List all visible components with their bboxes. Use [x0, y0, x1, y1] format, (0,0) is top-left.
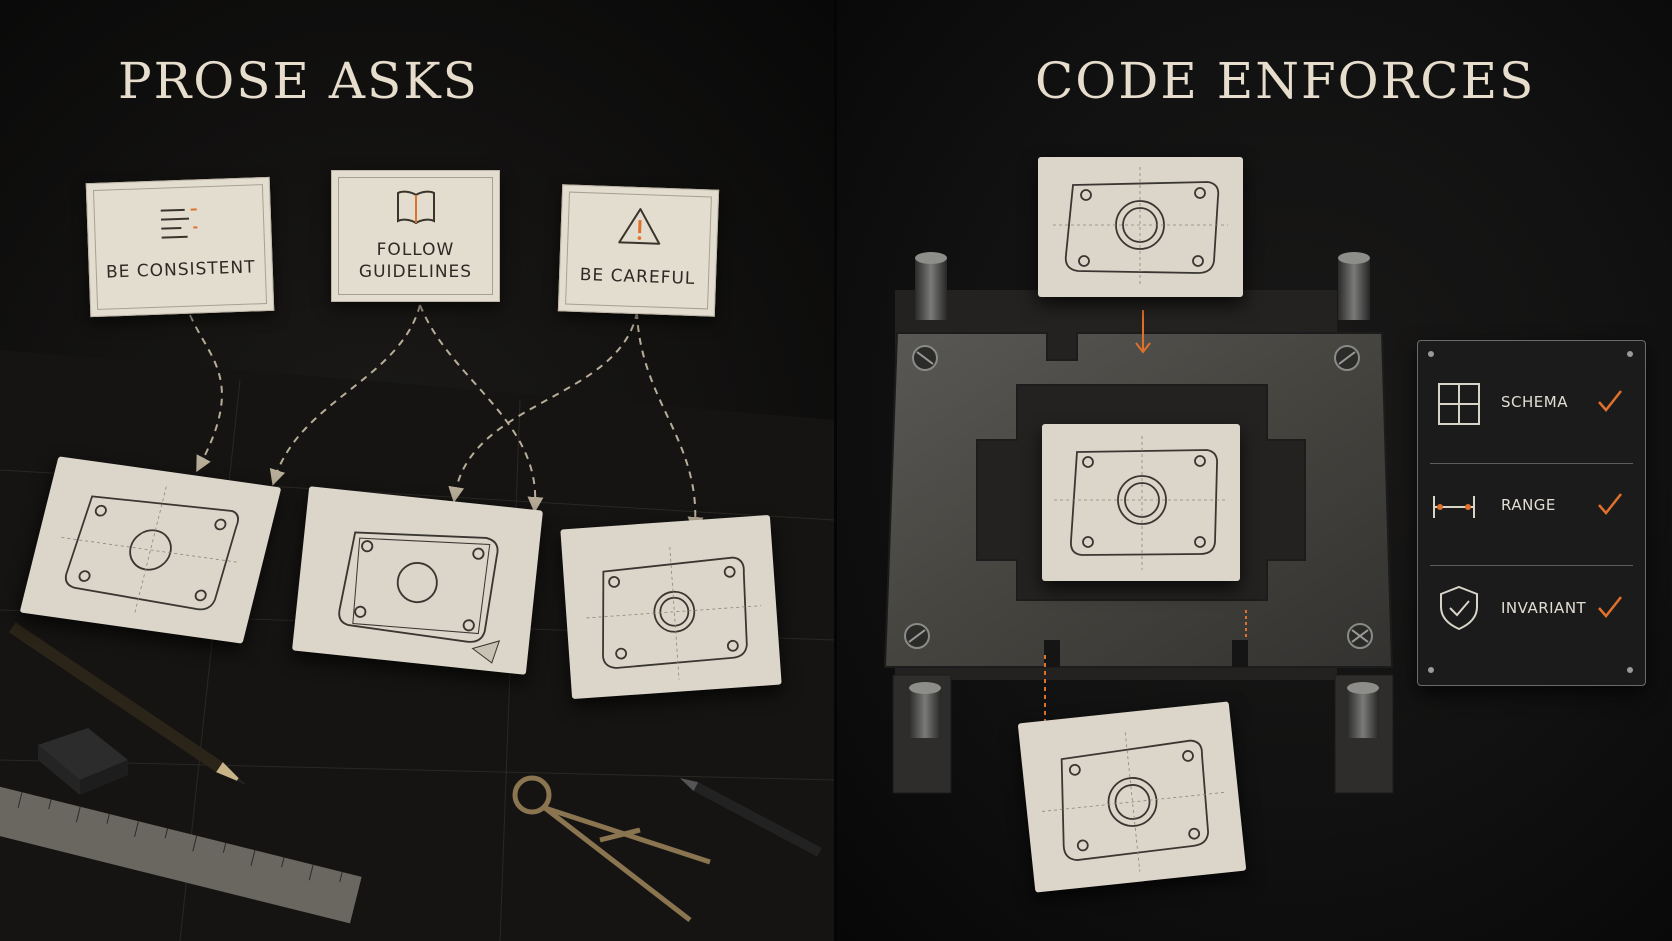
lines-icon — [160, 208, 198, 239]
check-label: SCHEMA — [1501, 393, 1568, 411]
output-card-enforced — [1017, 701, 1247, 893]
range-icon — [1433, 496, 1475, 518]
instruction-card-be-consistent: BE CONSISTENT — [85, 176, 275, 318]
panel-divider — [834, 0, 837, 941]
separator — [1430, 463, 1633, 464]
warning-icon — [617, 208, 660, 245]
book-icon — [396, 190, 435, 225]
guide-post — [1347, 682, 1379, 738]
grid-icon — [1438, 383, 1480, 425]
panel-screw — [1627, 667, 1633, 673]
check-row-schema: SCHEMA — [1418, 353, 1645, 453]
pen — [679, 778, 822, 857]
panel-screw — [1428, 667, 1434, 673]
panel-screw — [1428, 351, 1434, 357]
check-label: INVARIANT — [1501, 599, 1587, 617]
constrained-card — [1042, 424, 1240, 581]
ruler — [0, 784, 362, 924]
guide-post — [1338, 252, 1370, 320]
check-icon — [1598, 596, 1622, 618]
check-icon — [1598, 390, 1622, 412]
check-label: RANGE — [1501, 496, 1556, 514]
part-sketch — [338, 531, 501, 664]
left-title: PROSE ASKS — [118, 52, 479, 110]
prose-panel: PROSE ASKS BE CONSISTENT FOLLOW — [0, 0, 834, 941]
panel-screw — [1627, 351, 1633, 357]
eraser — [38, 728, 128, 795]
part-sketch — [61, 486, 240, 614]
check-row-invariant: INVARIANT — [1418, 559, 1645, 659]
part-sketch — [586, 546, 762, 680]
dashed-arrows — [189, 304, 704, 533]
separator — [1430, 565, 1633, 566]
checks-panel: SCHEMA RANGE INVARIANT — [1417, 340, 1646, 686]
instruction-card-be-careful: BE CAREFUL — [557, 184, 720, 317]
instruction-card-label: FOLLOW GUIDELINES — [358, 240, 473, 282]
part-sketch — [1041, 732, 1227, 872]
check-row-range: RANGE — [1418, 456, 1645, 556]
part-sketch — [1053, 167, 1228, 287]
input-card — [1038, 157, 1243, 297]
output-card-2 — [292, 486, 543, 675]
output-card-3 — [560, 514, 782, 700]
check-icon — [1598, 493, 1622, 515]
output-card-1 — [19, 456, 282, 644]
right-title: CODE ENFORCES — [1035, 52, 1536, 110]
shield-check-icon — [1440, 585, 1478, 631]
part-sketch — [1054, 436, 1228, 570]
compass — [512, 775, 711, 922]
guide-post — [909, 682, 941, 738]
guide-post — [915, 252, 947, 320]
instruction-card-follow-guidelines: FOLLOW GUIDELINES — [331, 170, 500, 302]
pencil — [8, 622, 245, 784]
